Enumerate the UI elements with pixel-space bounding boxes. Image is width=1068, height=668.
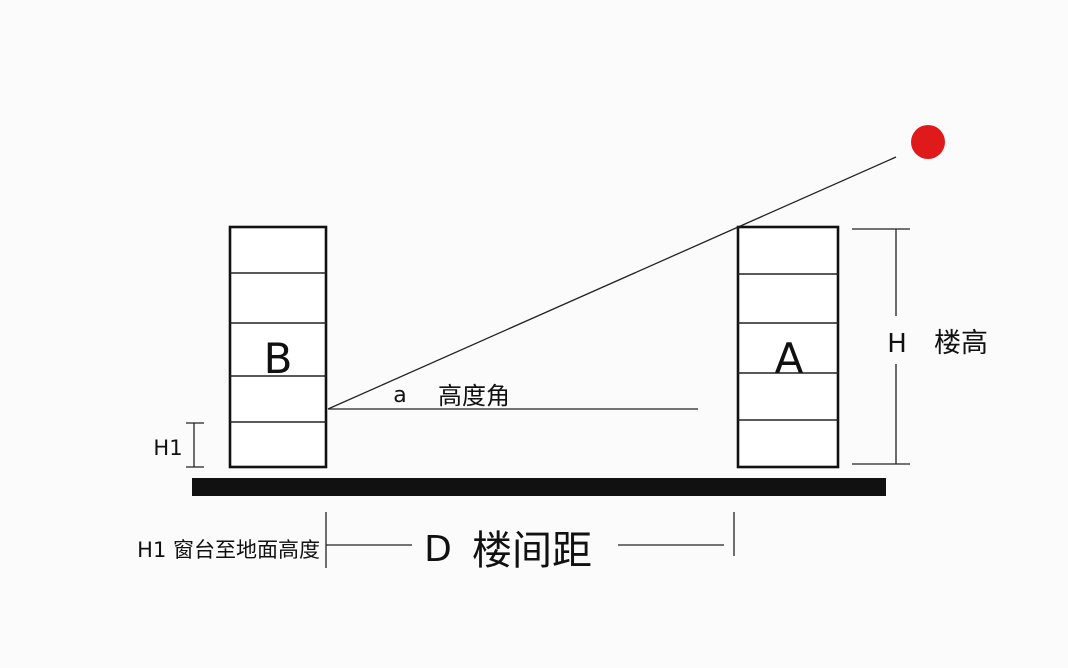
window-height-caption: H1 窗台至地面高度 — [137, 538, 320, 562]
angle-label: 高度角 — [438, 382, 510, 410]
sun-ray-line — [327, 156, 897, 410]
distance-dimension: D 楼间距 — [325, 512, 735, 574]
sun-icon — [911, 125, 945, 159]
height-dimension: H 楼高 — [852, 228, 988, 465]
angle-symbol: a — [393, 383, 406, 408]
height-label: 楼高 — [934, 328, 988, 359]
distance-label: 楼间距 — [472, 528, 592, 574]
building-a-outline — [736, 225, 840, 469]
height-symbol: H — [887, 329, 907, 359]
building-a-label: A — [775, 334, 804, 383]
window-height-dimension: H1 — [153, 422, 204, 468]
h1-symbol: H1 — [153, 436, 182, 460]
distance-symbol: D — [424, 529, 452, 570]
building-b: B — [228, 225, 328, 469]
ground-line — [192, 478, 886, 496]
building-a: A — [736, 225, 840, 469]
building-b-label: B — [264, 334, 293, 383]
building-b-outline — [228, 225, 328, 469]
